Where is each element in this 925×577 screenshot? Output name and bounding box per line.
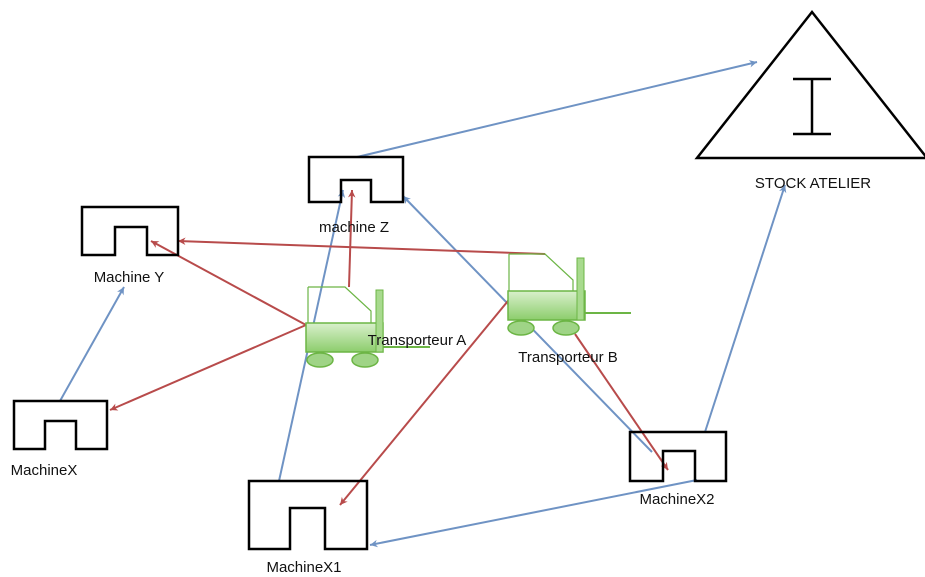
transporteur-b-label: Transporteur B xyxy=(518,349,618,366)
transporteur-b-node: Transporteur B xyxy=(507,253,631,366)
forklift-icon xyxy=(305,286,430,368)
edge-b-to-x2 xyxy=(574,333,669,471)
machine-x1-node: MachineX1 xyxy=(247,479,369,576)
machine-x-label: MachineX xyxy=(11,462,78,479)
edge-z-to-stock xyxy=(356,60,758,158)
triangle-stock-icon xyxy=(694,9,925,160)
machine-x-node: MachineX xyxy=(11,399,109,479)
edge-x2-to-stock xyxy=(704,184,787,433)
machine-icon xyxy=(12,399,109,451)
machine-x1-label: MachineX1 xyxy=(266,559,341,576)
transporteur-a-node: Transporteur A xyxy=(305,286,467,368)
edge-x-to-y xyxy=(59,286,125,402)
machine-z-node: machine Z xyxy=(307,155,405,236)
edge-a-to-x xyxy=(109,324,307,411)
forklift-icon xyxy=(507,253,631,336)
transport-flow-edges xyxy=(109,189,669,506)
machine-y-node: Machine Y xyxy=(80,205,180,286)
edge-b-to-x1 xyxy=(339,295,513,506)
edge-b-to-y xyxy=(177,237,546,255)
product-flow-edges xyxy=(59,60,787,548)
machine-icon xyxy=(80,205,180,257)
stock-atelier-label: STOCK ATELIER xyxy=(755,175,871,192)
machine-icon xyxy=(307,155,405,204)
transporteur-a-label: Transporteur A xyxy=(368,332,467,349)
machine-z-label: machine Z xyxy=(319,219,389,236)
edge-a-to-z xyxy=(348,189,356,288)
machine-x2-label: MachineX2 xyxy=(639,491,714,508)
machine-y-label: Machine Y xyxy=(94,269,165,286)
edge-x2-to-x1 xyxy=(369,479,698,548)
machine-icon xyxy=(247,479,369,551)
machine-icon xyxy=(628,430,728,483)
edge-a-to-y xyxy=(150,240,307,326)
machine-x2-node: MachineX2 xyxy=(628,430,728,508)
stock-atelier-node: STOCK ATELIER xyxy=(694,9,925,192)
